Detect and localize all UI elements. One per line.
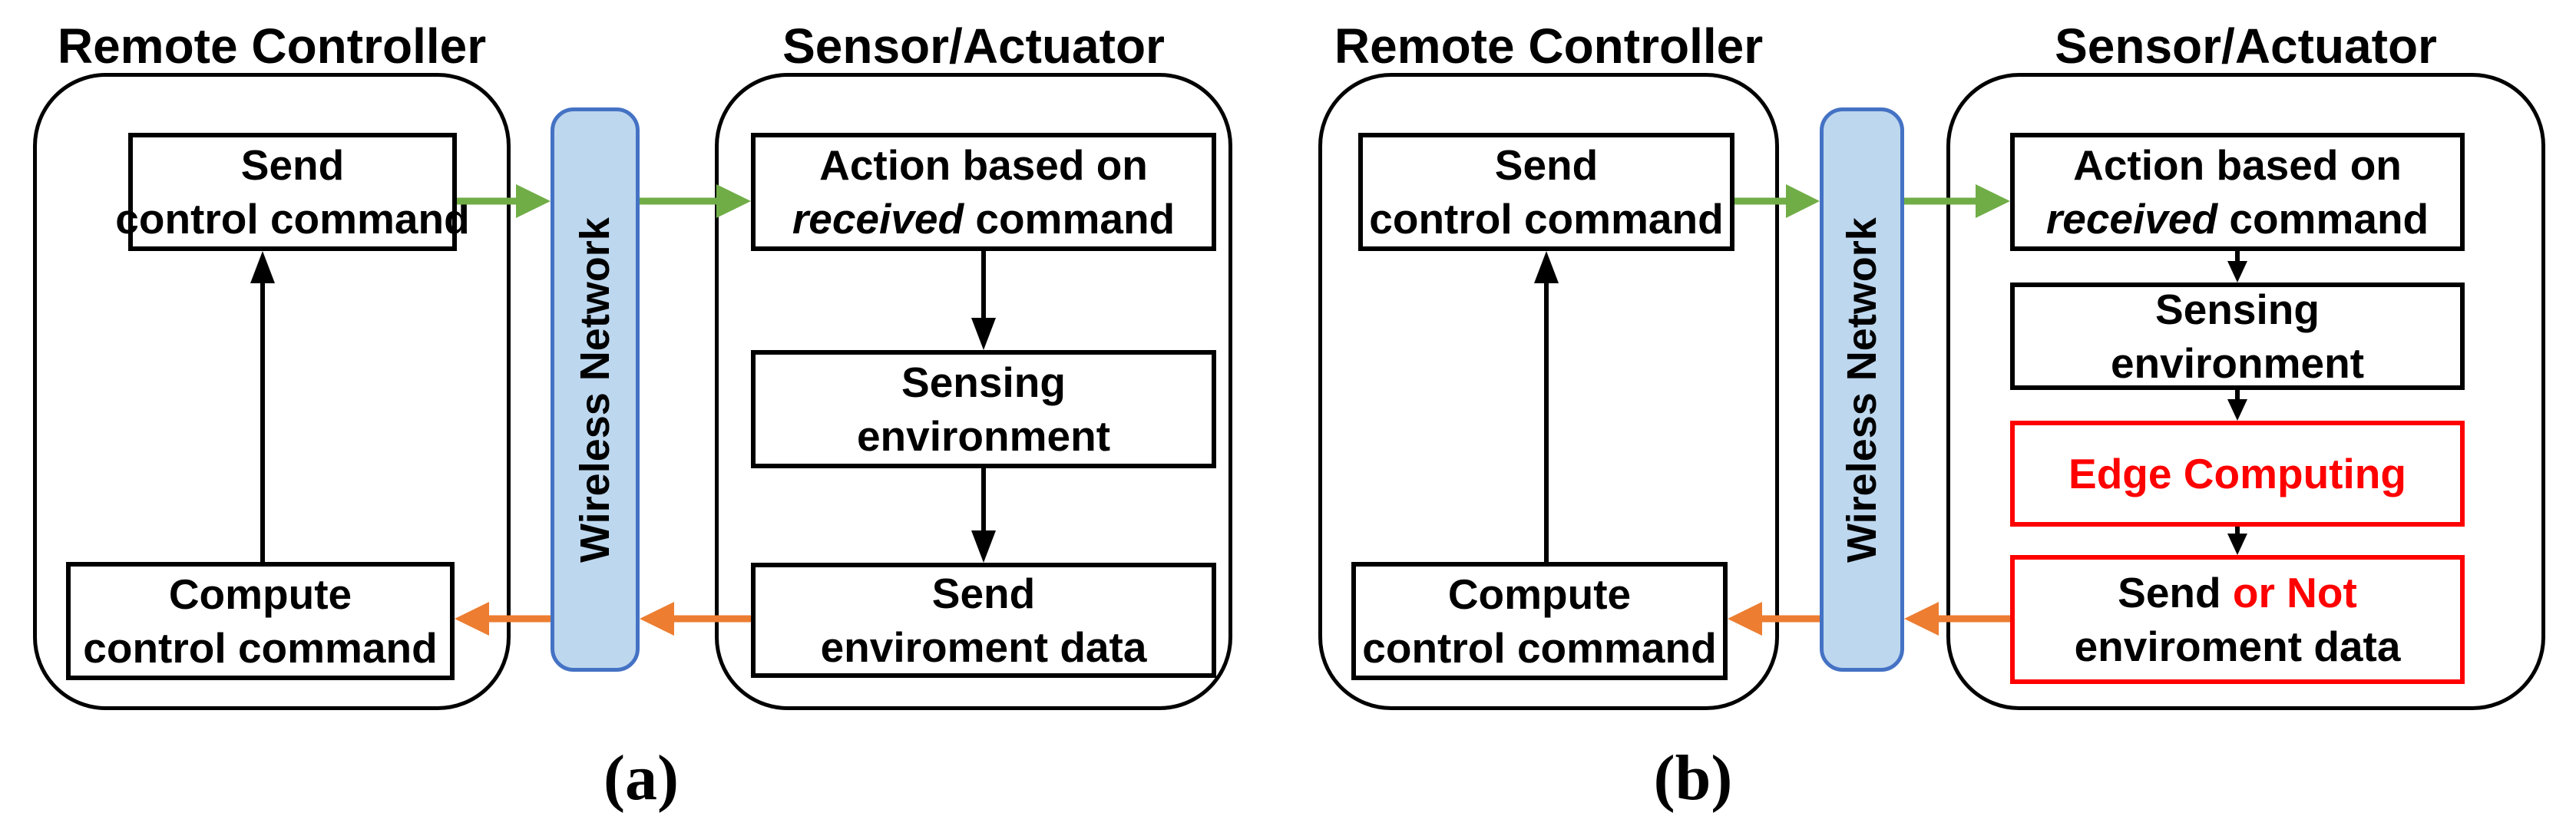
box-line: Action based on: [819, 141, 1148, 189]
box-line: control command: [115, 195, 470, 243]
box-line: Sensing: [901, 359, 1066, 406]
box-line-rest: command: [2217, 195, 2429, 243]
box-line: Compute: [168, 570, 352, 618]
box-line: Send: [931, 570, 1036, 617]
box-line: control command: [1369, 195, 1724, 243]
box-line: environment: [856, 412, 1111, 460]
box-line: received command: [792, 192, 1175, 246]
box-line: enviroment data: [820, 623, 1147, 671]
received-italic: received: [2045, 195, 2218, 243]
panel-a-wireless-network-box: Wireless Network: [551, 107, 640, 672]
panel-b-edge-computing-box: Edge Computing: [2010, 421, 2465, 527]
box-line: Send: [240, 141, 345, 189]
box-line-rest: command: [964, 195, 1176, 243]
orange-arrow-head: [1904, 602, 1939, 636]
panel-b-sensing-environment-box: Sensing environment: [2010, 283, 2465, 390]
panel-a-send-control-command-box: Send control command: [115, 133, 470, 251]
caption-b: (b): [1653, 742, 1733, 814]
panel-b-wireless-network-box: Wireless Network: [1820, 107, 1904, 672]
panel-b-remote-controller-title: Remote Controller: [1334, 18, 1764, 74]
panel-a-remote-controller-title: Remote Controller: [57, 18, 487, 74]
box-line: Send or Not: [2118, 566, 2357, 620]
panel-b-send-or-not-box: Send or Not enviroment data: [2010, 555, 2465, 684]
box-line: control command: [1362, 624, 1717, 672]
send-word: Send: [2118, 569, 2233, 616]
received-italic: received: [792, 195, 964, 243]
green-arrow-head: [516, 184, 551, 218]
panel-a-sensor-actuator-title: Sensor/Actuator: [782, 18, 1165, 74]
panel-b-action-box: Action based on received command: [2010, 133, 2465, 251]
box-line: Action based on: [2073, 141, 2402, 189]
panel-b-send-control-command-box: Send control command: [1358, 133, 1734, 251]
box-line: environment: [2110, 339, 2365, 387]
or-not-word: or Not: [2232, 569, 2357, 616]
panel-a-compute-control-command-box: Compute control command: [66, 562, 455, 680]
orange-arrow-head: [640, 602, 674, 636]
panel-b-sensor-actuator-title: Sensor/Actuator: [2055, 18, 2437, 74]
box-line: control command: [83, 624, 438, 672]
wireless-network-label: Wireless Network: [572, 216, 619, 563]
panel-b-compute-control-command-box: Compute control command: [1351, 562, 1728, 680]
box-line: Send: [1494, 141, 1599, 189]
panel-a-sensing-environment-box: Sensing environment: [751, 350, 1216, 468]
box-line: enviroment data: [2074, 623, 2401, 670]
wireless-network-label: Wireless Network: [1839, 216, 1886, 563]
panel-a-send-environment-data-box: Send enviroment data: [751, 563, 1216, 678]
panel-a-action-box: Action based on received command: [751, 133, 1216, 251]
caption-a: (a): [603, 742, 679, 814]
box-line: Sensing: [2155, 286, 2320, 333]
green-arrow-head: [1786, 184, 1820, 218]
edge-computing-label: Edge Computing: [2068, 450, 2406, 497]
box-line: received command: [2046, 192, 2429, 246]
box-line: Compute: [1447, 570, 1632, 618]
